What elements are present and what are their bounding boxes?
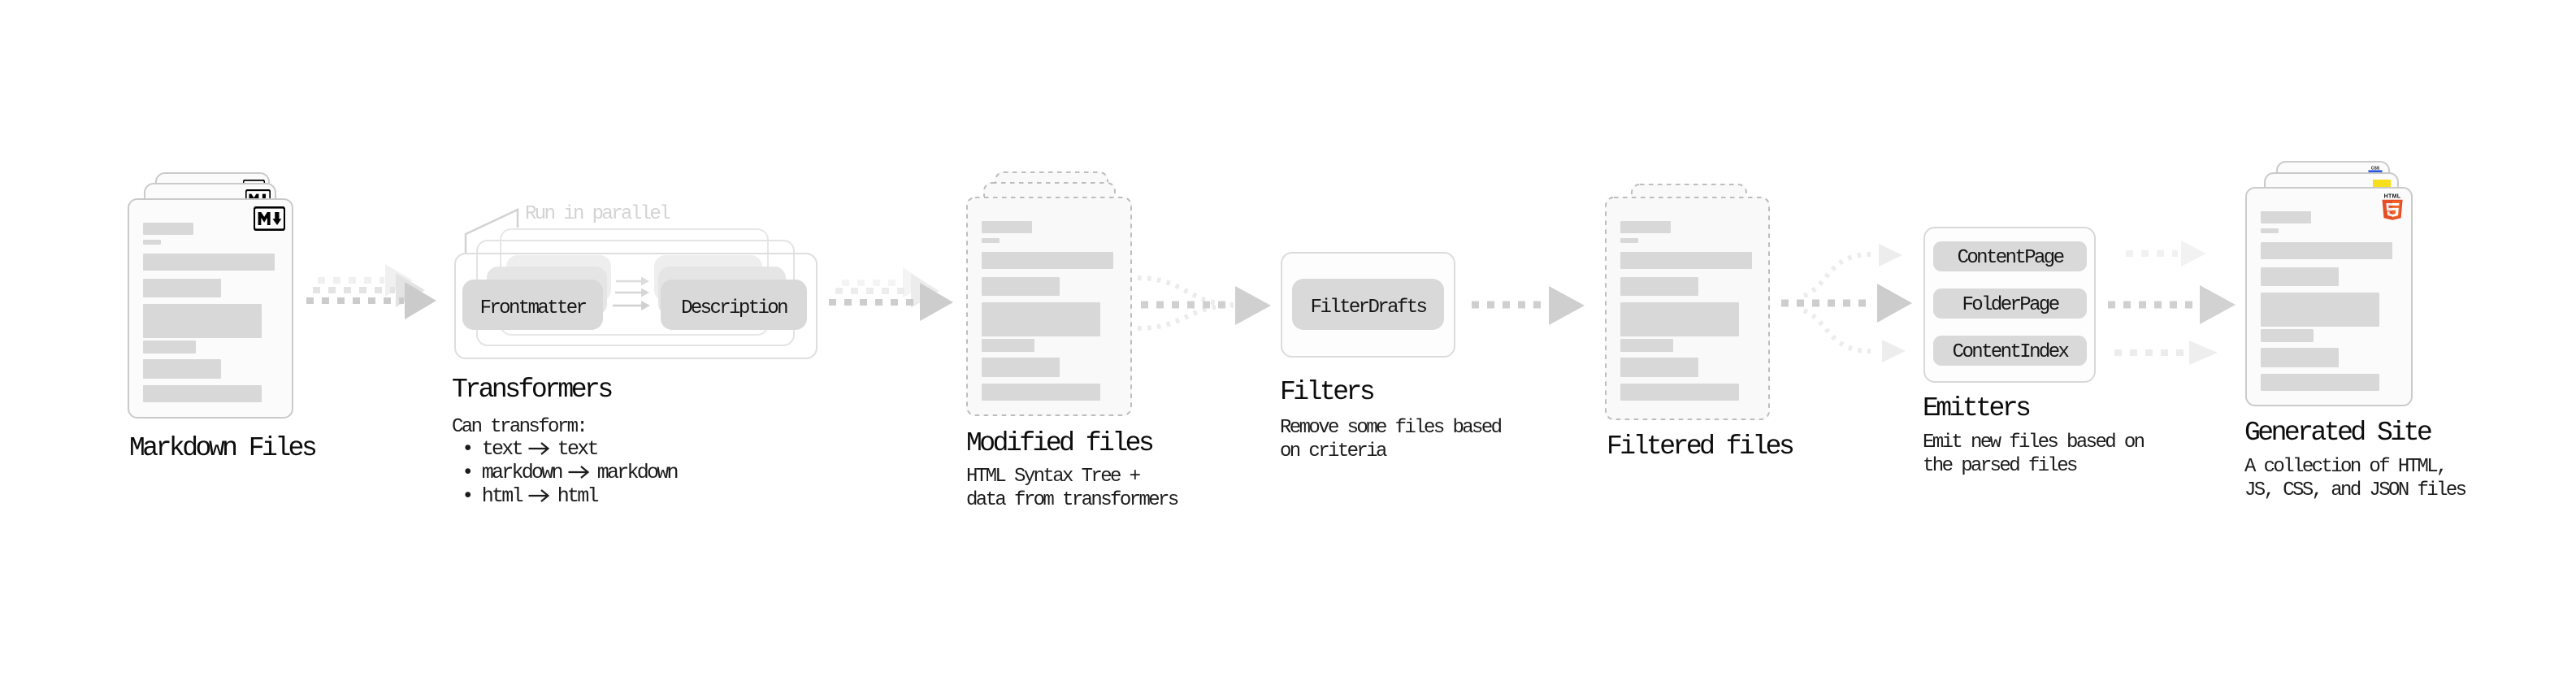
svg-text:HTML: HTML	[2384, 194, 2401, 200]
svg-text:CSS: CSS	[2371, 167, 2380, 171]
